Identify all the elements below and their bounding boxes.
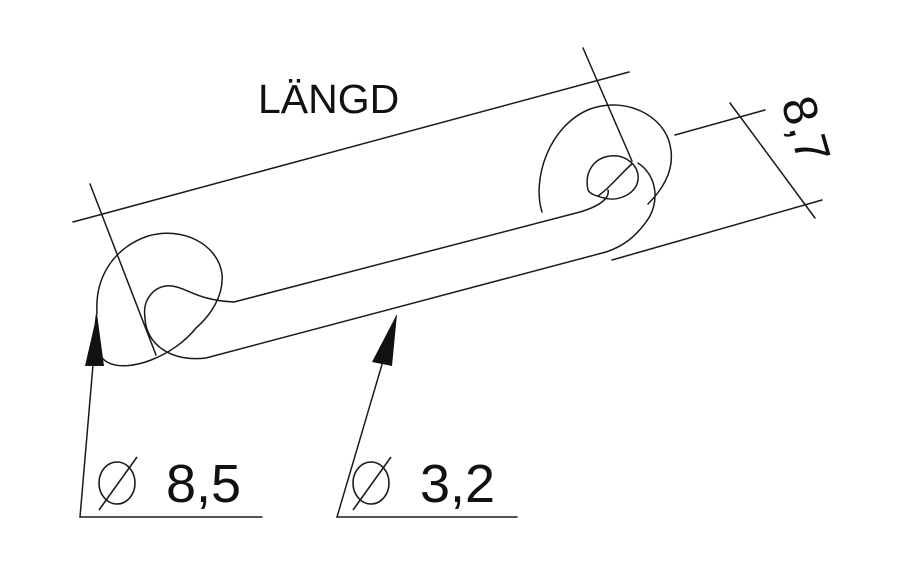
right-wall-flange [538, 104, 673, 213]
tube-leader-arrowhead [372, 314, 397, 366]
right-tube-end-inner [597, 163, 633, 197]
bar-inner-contour [143, 189, 609, 319]
height-label: 8,7 [770, 90, 839, 169]
grab-bar [94, 104, 673, 367]
length-dimension-line [72, 71, 630, 223]
length-label: LÄNGD [258, 76, 399, 122]
height-extension-line-bottom [611, 199, 823, 261]
flange-diameter-callout: 8,5 [79, 314, 263, 518]
height-dimension: 8,7 [611, 90, 840, 261]
flange-leader-arrowhead [85, 314, 104, 366]
diameter-icon [98, 456, 138, 511]
length-dimension: LÄNGD [72, 47, 633, 356]
right-tube-end [586, 155, 639, 200]
bar-outer-contour [144, 162, 656, 360]
left-wall-flange [94, 232, 223, 367]
flange-diameter-label: 8,5 [166, 454, 241, 514]
height-extension-line-top [674, 109, 766, 136]
tube-diameter-label: 3,2 [420, 454, 495, 514]
diameter-icon [352, 456, 392, 511]
height-dimension-line [729, 102, 816, 219]
tube-diameter-callout: 3,2 [336, 314, 518, 518]
length-extension-line-left [89, 183, 157, 356]
